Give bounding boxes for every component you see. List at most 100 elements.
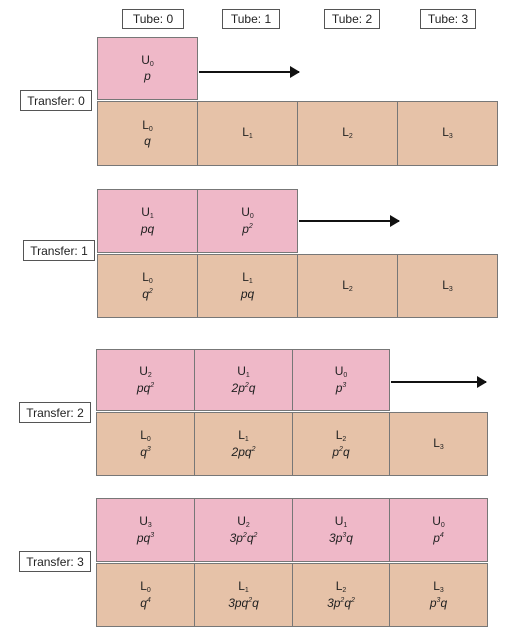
upper-phase-cell-t3-1-label: U2 [237, 514, 250, 531]
lower-phase-cell-t3-2-label: L2 [336, 579, 347, 596]
upper-phase-cell-t2-1-subscript: 1 [245, 372, 250, 380]
upper-phase-cell-t2-1-name: U [237, 364, 246, 379]
lower-phase-cell-t0-1-name: L [242, 125, 249, 140]
lower-phase-cell-t1-3-name: L [442, 277, 449, 292]
lower-phase-cell-t3-0-subscript: 0 [146, 587, 151, 595]
shift-arrow-1 [299, 215, 400, 227]
upper-phase-cell-t2-2-name: U [334, 364, 344, 379]
upper-phase-cell-t2-0-label: U2 [139, 364, 152, 381]
upper-phase-cell-t0-0-subscript: 0 [149, 60, 154, 68]
upper-phase-cell-t3-1-subscript: 2 [245, 522, 250, 530]
upper-phase-cell-t1-0-fraction: pq [140, 221, 155, 236]
lower-phase-cell-t1-2-name: L [342, 277, 349, 292]
tube-label-0: Tube: 0 [122, 9, 184, 29]
lower-phase-cell-t0-3-label: L3 [442, 125, 453, 142]
lower-phase-cell-t1-2-label: L2 [342, 278, 353, 295]
lower-phase-cell-t3-2-subscript: 2 [342, 587, 347, 595]
upper-phase-cell-t2-2-fraction: p3 [335, 380, 347, 395]
shift-arrow-2 [391, 376, 487, 388]
lower-phase-cell-t3-3-label: L3 [433, 579, 444, 596]
lower-phase-cell-t1-0-fraction: q2 [142, 286, 153, 301]
lower-phase-cell-t1-1-name: L [242, 270, 249, 285]
upper-phase-cell-t3-0-fraction: pq3 [136, 530, 155, 545]
upper-phase-cell-t0-0-fraction: p [144, 69, 151, 84]
upper-phase-cell-t1-1-fraction: p2 [242, 221, 253, 236]
lower-phase-cell-t0-1-label: L1 [242, 125, 253, 142]
lower-phase-cell-t2-0-name: L [140, 428, 147, 443]
upper-phase-cell-t0-0-label: U0 [141, 53, 154, 70]
lower-phase-cell-t2-2-label: L2 [336, 428, 347, 445]
upper-phase-cell-t3-3-label: U0 [432, 514, 445, 531]
lower-phase-cell-t3-2-name: L [335, 579, 343, 594]
upper-phase-cell-t2-0-fraction: pq2 [136, 380, 155, 395]
lower-phase-cell-t1-2: L2 [297, 254, 398, 318]
lower-phase-cell-t1-1-label: L1 [242, 270, 253, 287]
tube-label-3: Tube: 3 [420, 9, 476, 29]
lower-phase-cell-t2-1-fraction: 2pq2 [231, 444, 256, 459]
upper-phase-cell-t2-1-label: U1 [237, 364, 250, 381]
lower-phase-cell-t2-3-subscript: 3 [439, 443, 444, 451]
lower-phase-cell-t0-1: L1 [197, 101, 298, 166]
upper-phase-cell-t2-0-subscript: 2 [147, 372, 152, 380]
tube-label-2: Tube: 2 [324, 9, 380, 29]
lower-phase-cell-t1-2-subscript: 2 [348, 285, 353, 293]
upper-phase-cell-t1-1-label: U0 [241, 205, 254, 222]
lower-phase-cell-t2-1-label: L1 [238, 428, 249, 445]
upper-phase-cell-t1-0-label: U1 [141, 205, 154, 222]
lower-phase-cell-t2-1-name: L [238, 428, 245, 443]
upper-phase-cell-t2-2-subscript: 0 [343, 372, 348, 380]
upper-phase-cell-t1-1-name: U [241, 205, 250, 220]
tube-label-1: Tube: 1 [222, 9, 280, 29]
lower-phase-cell-t3-0-label: L0 [140, 579, 151, 596]
lower-phase-cell-t0-2-label: L2 [342, 125, 353, 142]
lower-phase-cell-t3-1-subscript: 1 [244, 587, 249, 595]
lower-phase-cell-t1-0-name: L [142, 270, 149, 285]
lower-phase-cell-t3-2-fraction: 3p2q2 [327, 595, 355, 610]
lower-phase-cell-t2-2-subscript: 2 [342, 436, 347, 444]
upper-phase-cell-t3-2-name: U [334, 514, 344, 529]
lower-phase-cell-t2-3: L3 [389, 412, 488, 476]
upper-phase-cell-t1-0-name: U [141, 205, 150, 220]
upper-phase-cell-t3-2-fraction: 3p3q [329, 530, 353, 545]
lower-phase-cell-t3-0-fraction: q4 [140, 595, 151, 610]
lower-phase-cell-t0-0-name: L [142, 117, 149, 132]
upper-phase-cell-t2-1-fraction: 2p2q [231, 380, 256, 395]
lower-phase-cell-t2-2-fraction: p2q [332, 444, 350, 459]
lower-phase-cell-t1-3: L3 [397, 254, 498, 318]
upper-phase-cell-t3-2-subscript: 1 [343, 522, 348, 530]
lower-phase-cell-t2-3-label: L3 [433, 436, 444, 453]
lower-phase-cell-t2-0-fraction: q3 [140, 444, 151, 459]
upper-phase-cell-t3-2-label: U1 [335, 514, 348, 531]
transfer-label-3: Transfer: 3 [19, 551, 91, 572]
transfer-label-1: Transfer: 1 [23, 240, 95, 261]
upper-phase-cell-t2-0-name: U [139, 364, 148, 379]
lower-phase-cell-t3-3-fraction: p3q [429, 595, 448, 610]
upper-phase-cell-t1-0-subscript: 1 [149, 213, 154, 221]
lower-phase-cell-t2-1-subscript: 1 [244, 436, 249, 444]
lower-phase-cell-t2-3-name: L [433, 435, 440, 450]
upper-phase-cell-t1-1-subscript: 0 [249, 213, 254, 221]
upper-phase-cell-t3-0-name: U [139, 514, 148, 529]
lower-phase-cell-t0-3: L3 [397, 101, 498, 166]
lower-phase-cell-t3-3-name: L [433, 579, 440, 594]
upper-phase-cell-t3-3-fraction: p4 [433, 530, 444, 545]
lower-phase-cell-t3-1-name: L [238, 579, 245, 594]
lower-phase-cell-t1-3-label: L3 [442, 278, 453, 295]
lower-phase-cell-t3-0-name: L [140, 579, 147, 594]
upper-phase-cell-t3-1-fraction: 3p2q2 [229, 530, 258, 545]
lower-phase-cell-t0-0-fraction: q [144, 134, 151, 149]
